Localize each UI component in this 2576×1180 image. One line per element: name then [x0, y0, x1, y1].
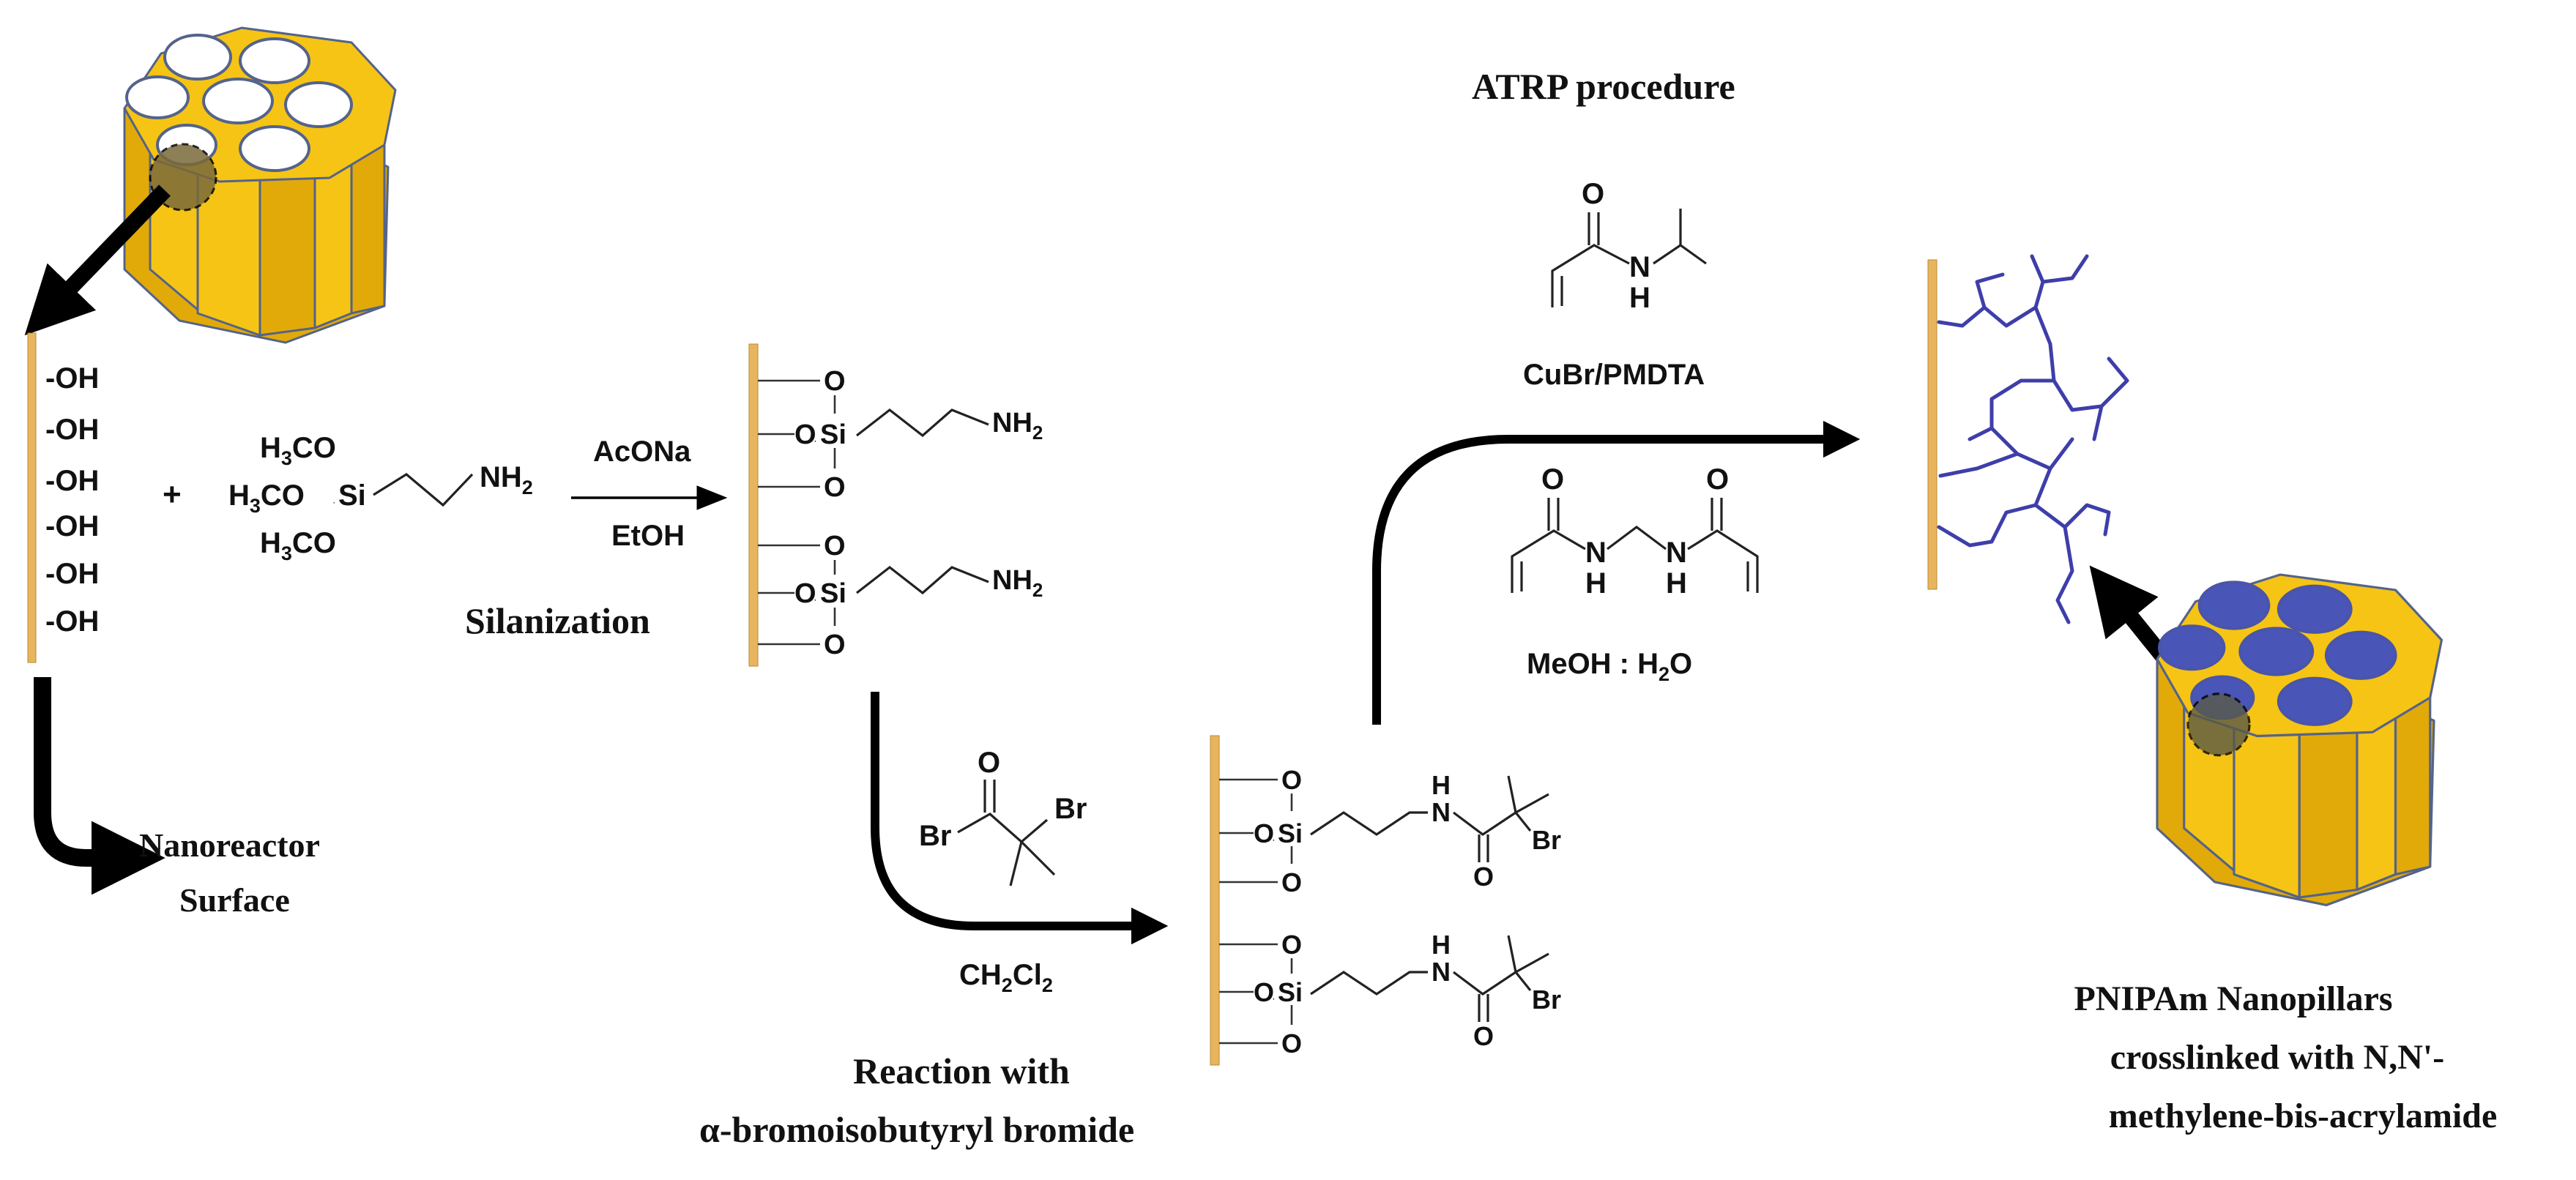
svg-text:N: N [1666, 537, 1687, 569]
reaction-label: Reaction with [853, 1050, 1070, 1091]
svg-text:O: O [1473, 1021, 1494, 1051]
svg-text:·: · [1273, 837, 1275, 845]
surface-label: Surface [179, 881, 290, 919]
oh-3: -OH [45, 465, 99, 497]
svg-text:NH2: NH2 [480, 461, 533, 498]
svg-text:O: O [1281, 930, 1302, 960]
svg-text:O: O [794, 419, 816, 450]
svg-text:N: N [1432, 957, 1451, 987]
svg-text:N: N [1432, 797, 1451, 827]
svg-text:Br: Br [1532, 985, 1561, 1015]
surface-bar [27, 332, 37, 663]
silanized-groups: O O · Si O NH2 O O · Si O NH2 [758, 366, 1043, 660]
atrp-title: ATRP procedure [1472, 66, 1735, 107]
hydroxyl-groups: -OH -OH -OH -OH -OH -OH [45, 362, 99, 638]
initiator-surface-bar [1210, 735, 1220, 1066]
svg-text:O: O [824, 366, 846, 397]
plus-sign: + [163, 477, 182, 512]
svg-text:O: O [1254, 977, 1274, 1007]
svg-text:·: · [333, 499, 335, 507]
oh-1: -OH [45, 362, 99, 395]
oh-5: -OH [45, 558, 99, 590]
oh-4: -OH [45, 510, 99, 542]
svg-text:N: N [1629, 251, 1650, 283]
svg-text:H3CO: H3CO [260, 432, 336, 469]
svg-text:H3CO: H3CO [228, 479, 305, 517]
svg-text:Si: Si [1278, 977, 1303, 1007]
oh-2: -OH [45, 414, 99, 446]
svg-text:O: O [1281, 867, 1302, 897]
svg-text:O: O [1281, 1028, 1302, 1058]
svg-text:·: · [814, 438, 816, 446]
silanized-surface-bar [748, 343, 759, 667]
svg-text:O: O [1541, 463, 1564, 496]
pnipam-network [1937, 254, 2129, 624]
svg-text:Si: Si [820, 578, 846, 609]
pore-empty [163, 34, 232, 81]
atrp-arrow [1372, 420, 1861, 725]
svg-text:Si: Si [1278, 818, 1303, 848]
svg-text:Si: Si [820, 419, 846, 450]
svg-text:NH2: NH2 [992, 408, 1043, 444]
solvent-label: MeOH : H2O [1527, 648, 1692, 685]
svg-text:·: · [814, 597, 816, 605]
svg-text:H3CO: H3CO [260, 527, 336, 564]
dichloromethane-label: CH2Cl2 [959, 959, 1053, 996]
acona-label: AcONa [593, 436, 691, 468]
svg-text:Br: Br [1532, 825, 1561, 855]
product-label-3: methylene-bis-acrylamide [2109, 1097, 2498, 1135]
svg-text:O: O [1254, 818, 1274, 848]
product-label-1: PNIPAm Nanopillars [2074, 979, 2392, 1018]
svg-text:NH2: NH2 [992, 565, 1043, 601]
etoh-label: EtOH [611, 520, 685, 552]
svg-text:O: O [794, 578, 816, 609]
nipam-molecule: O N H [1551, 178, 1707, 314]
svg-text:Br: Br [1054, 793, 1087, 825]
reaction-sublabel: α-bromoisobutyryl bromide [699, 1109, 1134, 1150]
silanization-label: Silanization [465, 600, 650, 641]
curved-arrow-bromination [871, 692, 1169, 945]
selected-pore-marker [2186, 692, 2251, 757]
product-surface-bar [1927, 259, 1937, 590]
zoom-arrow [24, 184, 171, 336]
aptms-molecule: H3CO H3CO H3CO · Si NH2 [228, 432, 533, 564]
oh-6: -OH [45, 605, 99, 638]
mba-molecule: O N H N H O [1511, 463, 1759, 600]
svg-text:O: O [824, 630, 846, 660]
svg-text:H: H [1432, 930, 1451, 960]
cubr-pmdta-label: CuBr/PMDTA [1523, 359, 1705, 391]
svg-text:Br: Br [919, 820, 951, 852]
svg-text:O: O [978, 747, 1000, 779]
bromoisobutyryl-bromide: O Br Br [919, 747, 1087, 886]
nanoreactor-label: Nanoreactor [139, 826, 320, 864]
pore-filled [2197, 580, 2271, 630]
svg-text:H: H [1666, 567, 1687, 600]
svg-text:O: O [1281, 765, 1302, 795]
curved-arrow-nanoreactor [34, 677, 165, 895]
svg-text:O: O [824, 472, 846, 503]
pnipam-honeycomb [2156, 573, 2443, 907]
nanoreactor-honeycomb [123, 26, 397, 344]
svg-text:·: · [1273, 996, 1275, 1004]
svg-text:H: H [1629, 282, 1650, 314]
svg-text:O: O [1473, 862, 1494, 892]
svg-text:O: O [1706, 463, 1729, 496]
svg-text:N: N [1585, 537, 1607, 569]
svg-text:O: O [824, 531, 846, 561]
product-label-2: crosslinked with N,N'- [2110, 1038, 2445, 1077]
initiator-groups: O O · Si O H N O Br O O · Si O H N O [1219, 765, 1561, 1058]
svg-text:H: H [1585, 567, 1607, 600]
svg-text:O: O [1582, 178, 1604, 210]
svg-text:Si: Si [338, 479, 366, 512]
svg-text:H: H [1432, 770, 1451, 800]
